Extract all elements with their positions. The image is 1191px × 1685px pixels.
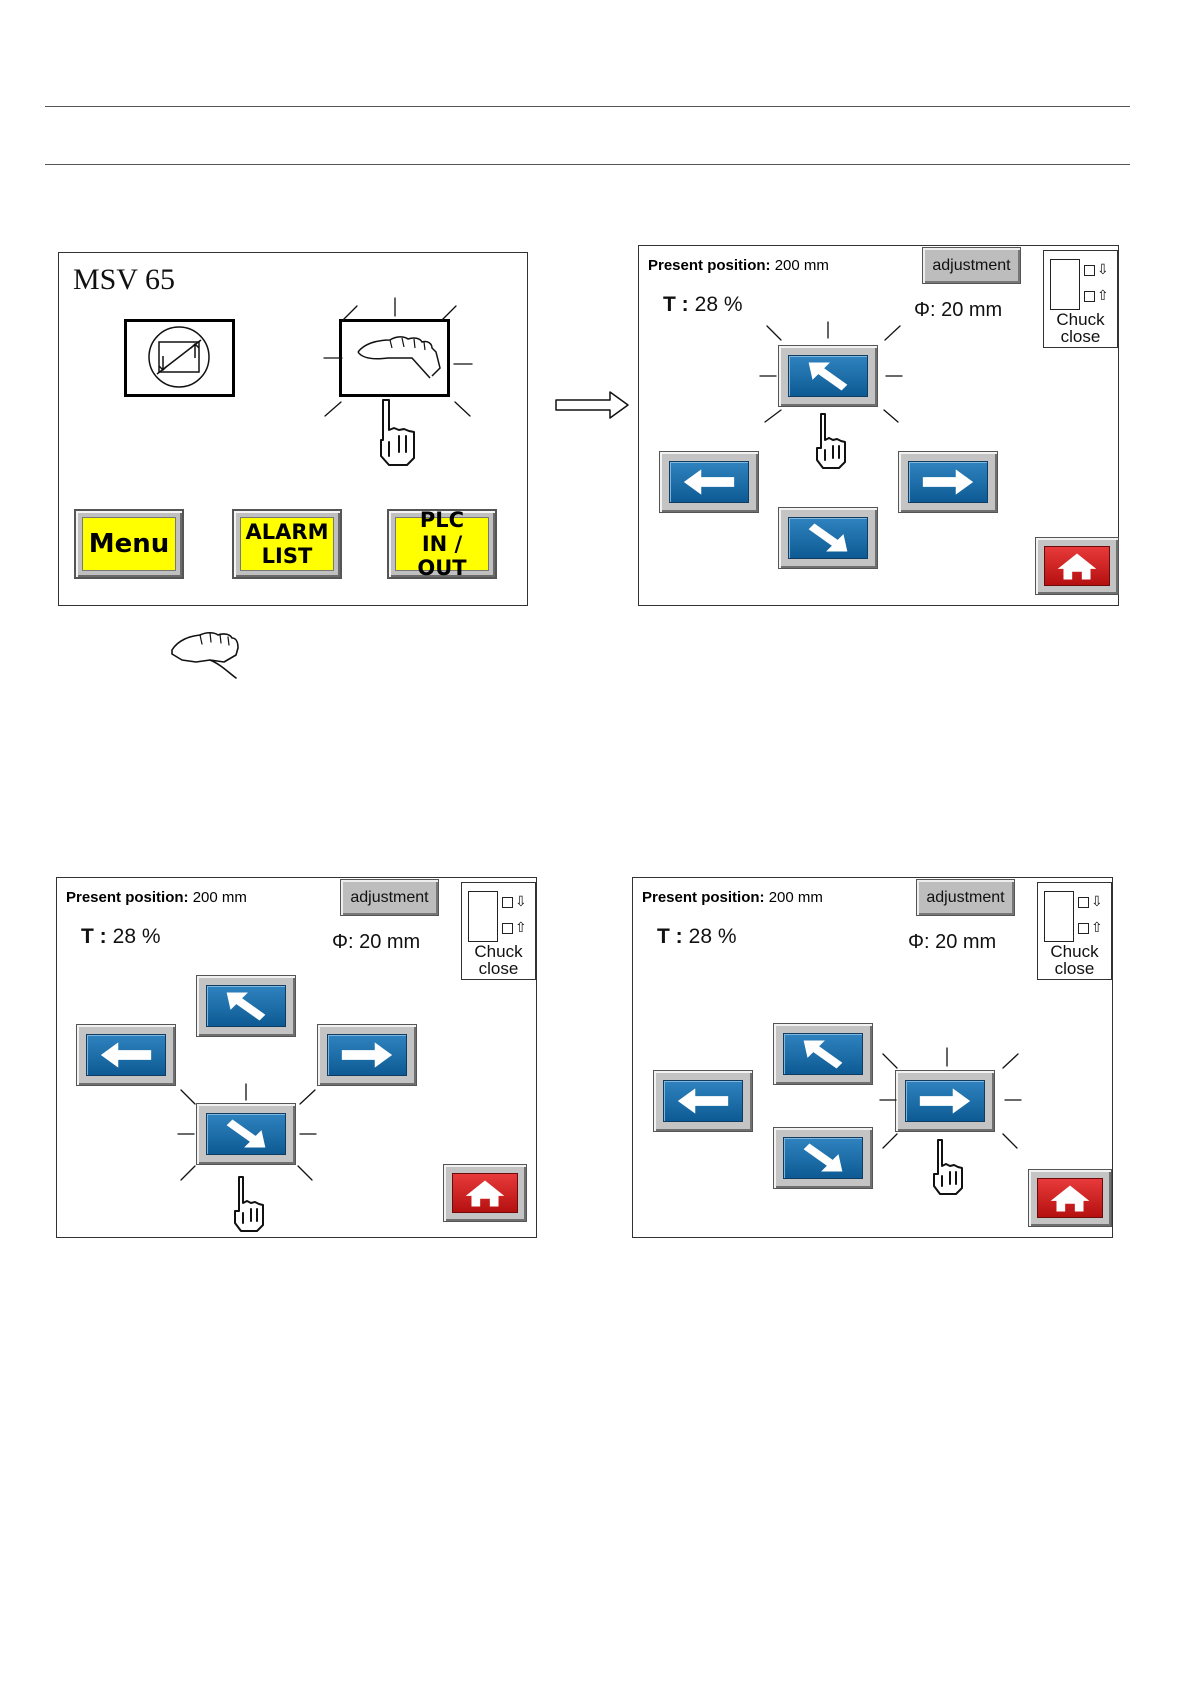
arrow-right-icon (896, 1071, 994, 1131)
arrow-right-icon (899, 452, 997, 512)
arrow-down-icon: ⇩ (1097, 264, 1109, 277)
phi-value: Φ: 20 mm (908, 931, 996, 954)
home-button[interactable] (443, 1164, 527, 1222)
arrow-up-icon: ⇧ (1091, 922, 1103, 935)
arrow-up-left-button[interactable] (196, 975, 296, 1037)
present-position: Present position: 200 mm (642, 889, 823, 906)
transition-arrow-icon (556, 392, 628, 418)
arrow-up-left-button[interactable] (773, 1023, 873, 1085)
t-value: T :28 % (81, 925, 161, 949)
pointing-hand-icon (229, 1173, 269, 1242)
home-button[interactable] (1035, 537, 1119, 595)
arrow-down-right-button[interactable] (773, 1127, 873, 1189)
arrow-up-icon: ⇧ (515, 922, 527, 935)
manual-hand-icon (172, 633, 238, 678)
t-value: T :28 % (657, 925, 737, 949)
arrow-up-left-button[interactable] (778, 345, 878, 407)
arrow-left-icon (654, 1071, 752, 1131)
arrow-down-right-button[interactable] (196, 1103, 296, 1165)
arrow-right-button[interactable] (895, 1070, 995, 1132)
arrow-up-left-icon (197, 976, 295, 1036)
arrow-down-right-icon (197, 1104, 295, 1164)
phi-value: Φ: 20 mm (332, 931, 420, 954)
arrow-up-left-icon (774, 1024, 872, 1084)
t-value: T :28 % (663, 293, 743, 317)
panel-manual-down: Present position: 200 mm adjustment ⇩ ⇧ … (56, 877, 537, 1238)
header-rule-top (45, 106, 1130, 107)
manual-hand-icon-button[interactable] (339, 319, 450, 397)
arrow-down-right-icon (779, 508, 877, 568)
manual-hand-icon (342, 322, 447, 394)
adjustment-button[interactable]: adjustment (916, 879, 1015, 916)
arrow-down-right-icon (774, 1128, 872, 1188)
adjustment-button[interactable]: adjustment (922, 247, 1021, 284)
arrow-up-left-icon (779, 346, 877, 406)
machine-title: MSV 65 (73, 263, 175, 297)
panel-manual-up: Present position: 200 mm adjustment ⇩ ⇧ … (638, 245, 1119, 606)
arrow-down-icon: ⇩ (515, 896, 527, 909)
home-icon (1036, 538, 1118, 594)
menu-button[interactable]: Menu (74, 509, 184, 579)
pointing-hand-icon (811, 410, 851, 479)
arrow-left-button[interactable] (76, 1024, 176, 1086)
arrow-left-icon (660, 452, 758, 512)
manual-cycle-icon (127, 322, 232, 394)
panel-manual-right: Present position: 200 mm adjustment ⇩ ⇧ … (632, 877, 1113, 1238)
arrow-down-right-button[interactable] (778, 507, 878, 569)
present-position: Present position: 200 mm (66, 889, 247, 906)
arrow-right-icon (318, 1025, 416, 1085)
arrow-right-button[interactable] (317, 1024, 417, 1086)
pointing-hand-icon (928, 1136, 968, 1205)
arrow-up-icon: ⇧ (1097, 290, 1109, 303)
adjustment-button[interactable]: adjustment (340, 879, 439, 916)
home-icon (1029, 1170, 1111, 1226)
arrow-right-button[interactable] (898, 451, 998, 513)
phi-value: Φ: 20 mm (914, 299, 1002, 322)
arrow-left-icon (77, 1025, 175, 1085)
header-rule-bottom (45, 164, 1130, 165)
present-position: Present position: 200 mm (648, 257, 829, 274)
home-button[interactable] (1028, 1169, 1112, 1227)
arrow-left-button[interactable] (659, 451, 759, 513)
arrow-down-icon: ⇩ (1091, 896, 1103, 909)
arrow-left-button[interactable] (653, 1070, 753, 1132)
home-icon (444, 1165, 526, 1221)
manual-cycle-icon-button[interactable] (124, 319, 235, 397)
